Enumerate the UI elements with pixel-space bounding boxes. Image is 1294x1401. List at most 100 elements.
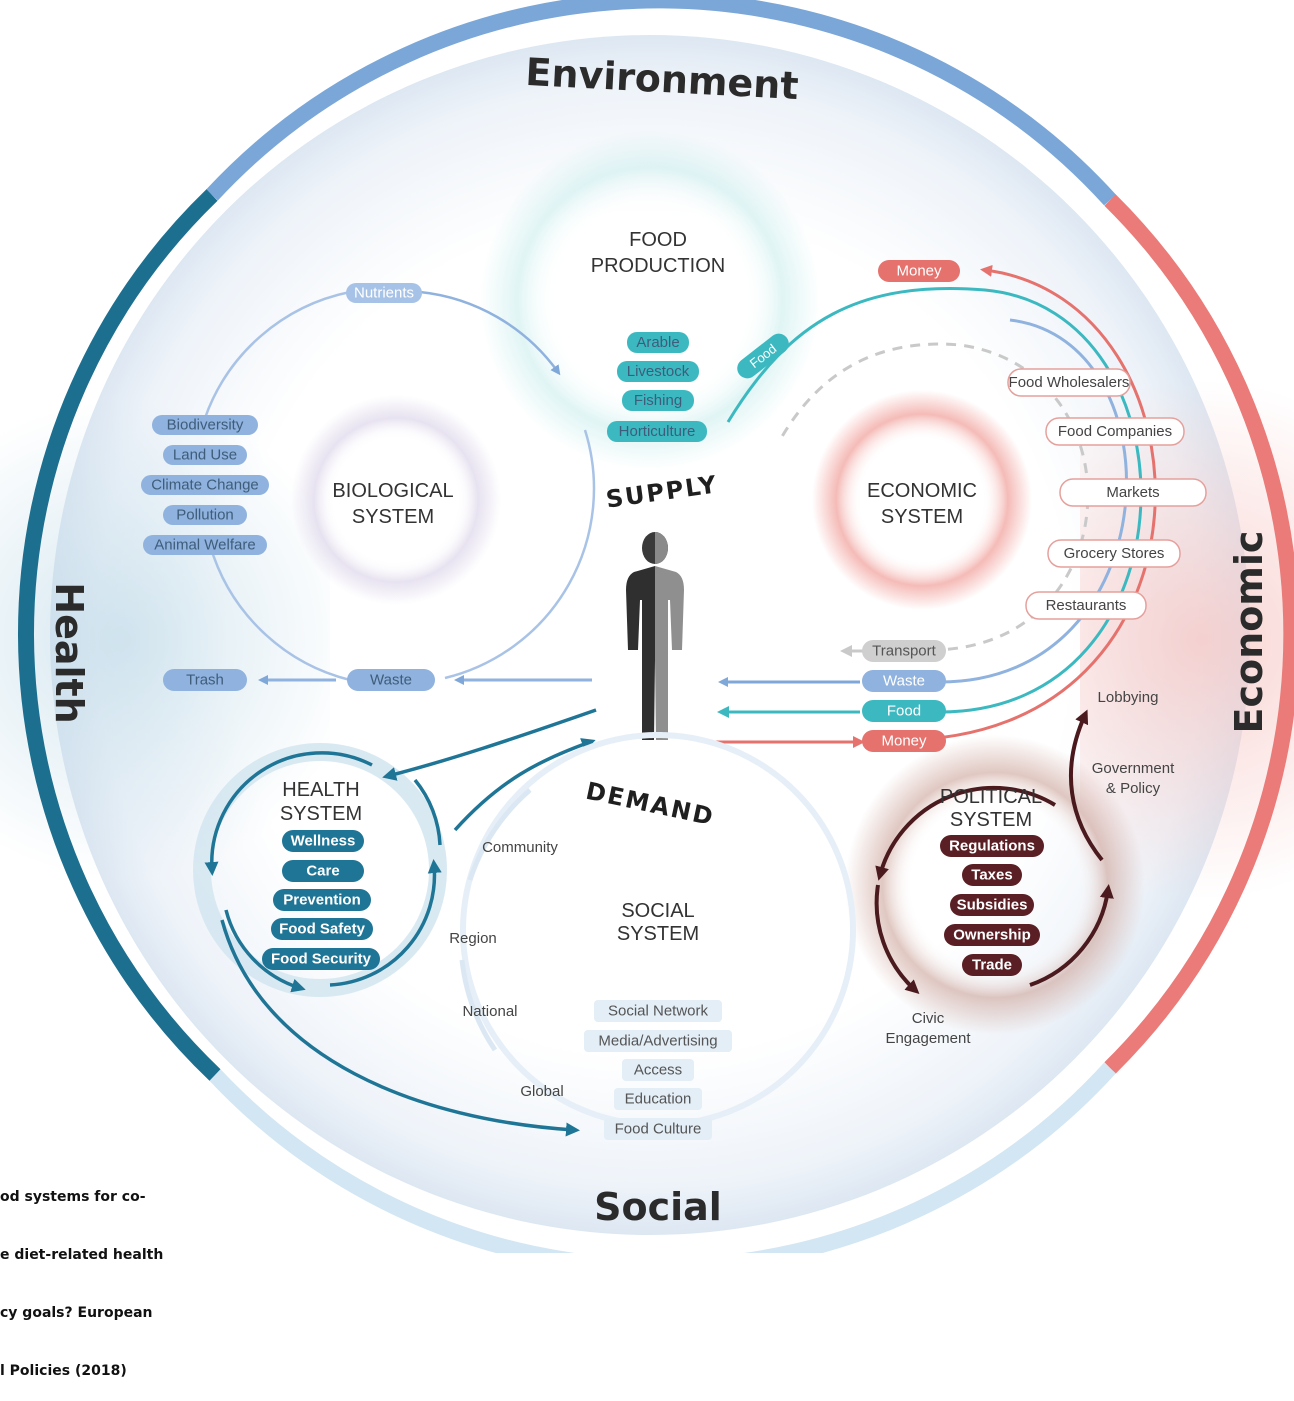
svg-text:Food Security: Food Security (271, 951, 372, 968)
health-item-food-safety: Food Safety (271, 918, 373, 940)
social-item-access: Access (622, 1059, 694, 1081)
caption-line: e diet-related health (0, 1247, 164, 1263)
health-item-prevention: Prevention (273, 889, 371, 911)
political-loop-bottom (1029, 884, 1114, 987)
health-title-line2: SYSTEM (280, 803, 362, 825)
health-title-line1: HEALTH (282, 779, 359, 801)
civic-engagement-line1: Civic (912, 1010, 945, 1027)
svg-text:Nutrients: Nutrients (354, 285, 414, 302)
health-loop-right (329, 859, 442, 987)
food-item-arable: Arable (627, 332, 689, 353)
economic-rim-arc (1104, 194, 1294, 1074)
nutrients-pill: Nutrients (346, 283, 422, 303)
scale-region: Region (449, 930, 497, 947)
svg-text:Money: Money (896, 263, 942, 280)
food-item-horticulture: Horticulture (607, 421, 707, 442)
actor-food-wholesalers: Food Wholesalers (1007, 368, 1131, 397)
bio-loop-right (444, 429, 596, 680)
flow-money-pill: Money (862, 730, 946, 752)
biological-ring (291, 395, 501, 605)
bio-loop-bottom (208, 544, 351, 682)
food-production-ring (480, 130, 820, 470)
social-scale-arc-2 (459, 959, 498, 1052)
bio-item-climate-change: Climate Change (141, 475, 269, 495)
bio-loop-left (203, 290, 351, 419)
social-item-media-advertising: Media/Advertising (584, 1030, 732, 1052)
health-to-social-arrow (220, 919, 580, 1137)
bio-item-land-use: Land Use (163, 445, 247, 465)
actor-restaurants: Restaurants (1025, 591, 1147, 620)
flow-food-pill: Food (862, 700, 946, 722)
economic-ring (812, 390, 1032, 610)
svg-text:Trash: Trash (186, 672, 224, 689)
svg-text:Wellness: Wellness (291, 833, 356, 850)
svg-text:Media/Advertising: Media/Advertising (598, 1033, 717, 1050)
svg-text:Access: Access (634, 1062, 682, 1079)
health-item-food-security: Food Security (262, 948, 380, 970)
svg-text:Arable: Arable (636, 334, 679, 351)
bio-item-biodiversity: Biodiversity (152, 415, 258, 435)
social-title-line2: SYSTEM (617, 923, 699, 945)
svg-text:Food: Food (887, 703, 921, 720)
caption-line: l Policies (2018) (0, 1363, 127, 1379)
money-top-pill: Money (878, 260, 960, 282)
svg-text:Horticulture: Horticulture (619, 423, 696, 440)
economic-label: Economic (1227, 531, 1271, 734)
political-loop-top (875, 785, 1057, 881)
social-label: Social (594, 1185, 722, 1229)
svg-text:Fishing: Fishing (634, 392, 682, 409)
svg-text:Grocery Stores: Grocery Stores (1064, 545, 1165, 562)
civic-engagement-line2: Engagement (885, 1030, 971, 1047)
political-item-subsidies: Subsidies (950, 894, 1034, 916)
political-item-taxes: Taxes (962, 864, 1022, 886)
social-item-social-network: Social Network (594, 1000, 722, 1022)
health-item-care: Care (282, 860, 364, 882)
svg-text:Restaurants: Restaurants (1046, 597, 1127, 614)
caption-line: cy goals? European (0, 1305, 153, 1321)
health-to-person-arrow (453, 738, 596, 832)
bio-item-pollution: Pollution (163, 505, 247, 525)
lobbying-arrow (1068, 709, 1104, 862)
political-to-civic-arrow (874, 884, 920, 995)
health-rim-arc (17, 189, 221, 1081)
political-title-line2: SYSTEM (950, 809, 1032, 831)
scale-national: National (462, 1003, 517, 1020)
svg-text:Transport: Transport (872, 643, 936, 660)
economic-title-line1: ECONOMIC (867, 480, 977, 502)
actor-food-companies: Food Companies (1045, 417, 1185, 446)
svg-text:Markets: Markets (1106, 484, 1159, 501)
economic-title-line2: SYSTEM (881, 506, 963, 528)
source-caption: od systems for co- e diet-related health… (0, 1150, 163, 1401)
health-label: Health (47, 582, 91, 723)
actor-grocery-stores: Grocery Stores (1047, 539, 1181, 568)
svg-text:Food Wholesalers: Food Wholesalers (1009, 374, 1130, 391)
svg-text:Trade: Trade (972, 957, 1012, 974)
money-curve (899, 264, 1157, 742)
svg-text:Regulations: Regulations (949, 838, 1035, 855)
svg-text:Biodiversity: Biodiversity (167, 417, 244, 434)
waste-pill: Waste (347, 669, 435, 691)
flow-waste-pill: Waste (862, 670, 946, 692)
biological-title-line1: BIOLOGICAL (332, 480, 453, 502)
svg-text:Subsidies: Subsidies (957, 897, 1028, 914)
person-to-health-arrow (382, 708, 597, 781)
social-item-food-culture: Food Culture (604, 1118, 712, 1140)
trash-pill: Trash (163, 669, 247, 691)
government-policy-line1: Government (1092, 760, 1175, 777)
food-systems-diagram: Environment Economic Social Health Nutri… (0, 0, 1294, 1253)
svg-text:Prevention: Prevention (283, 892, 361, 909)
svg-text:Taxes: Taxes (971, 867, 1012, 884)
svg-text:Food Culture: Food Culture (615, 1121, 702, 1138)
government-policy-line2: & Policy (1106, 780, 1161, 797)
svg-text:Waste: Waste (370, 672, 412, 689)
food-production-title-line1: FOOD (629, 229, 687, 251)
political-title-line1: POLITICAL (940, 786, 1042, 808)
biological-title-line2: SYSTEM (352, 506, 434, 528)
nutrients-arrow (419, 290, 561, 376)
social-rim-arc (209, 1062, 1116, 1253)
social-title-line1: SOCIAL (621, 900, 694, 922)
social-item-education: Education (614, 1088, 702, 1110)
health-loop-bottom (224, 909, 306, 993)
food-item-livestock: Livestock (617, 361, 699, 382)
svg-text:Climate Change: Climate Change (151, 477, 259, 494)
